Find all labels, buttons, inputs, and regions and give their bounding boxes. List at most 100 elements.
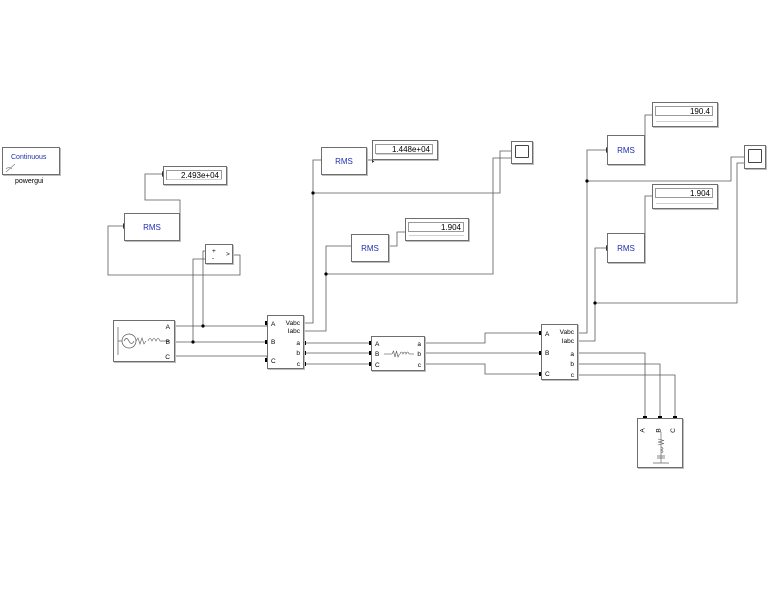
wire-m2-b-load: [579, 363, 661, 418]
port: [303, 351, 306, 355]
display-value: 1.904: [655, 188, 713, 198]
wire-m2-a-load: [579, 352, 646, 418]
powergui-block[interactable]: Continuous: [2, 147, 60, 175]
powergui-mode-label: Continuous: [11, 154, 47, 161]
wire-m1-vabc: [301, 159, 321, 324]
wire-line-c-m2: [425, 363, 541, 375]
scope-screen-icon: [515, 145, 529, 158]
port: [539, 331, 542, 335]
display-source-voltage[interactable]: 2.493e+04: [163, 166, 227, 185]
meas1-port-out-b: b: [296, 350, 300, 357]
meas1-port-iabc: Iabc: [287, 328, 300, 335]
source-port-a: A: [165, 324, 170, 331]
rms-block-meas1-voltage[interactable]: RMS: [321, 147, 367, 175]
wire-m1-scope-i: [326, 157, 511, 275]
wire-m2-scope-i: [595, 162, 744, 304]
rms-label: RMS: [617, 243, 635, 253]
wire-source-c: [175, 355, 268, 360]
wire-rms1-disp: [144, 173, 181, 226]
display-underline: [656, 203, 713, 207]
line-port-out-b: b: [417, 351, 421, 358]
display-value: 1.904: [408, 222, 464, 232]
rms-block-meas1-current[interactable]: RMS: [351, 234, 389, 262]
three-phase-source[interactable]: A B C: [113, 320, 175, 362]
meas2-port-in-a: A: [545, 331, 550, 338]
port: [369, 351, 372, 355]
port: [265, 321, 268, 325]
display-value: 190.4: [655, 106, 713, 116]
rms-block-meas2-current[interactable]: RMS: [607, 233, 645, 263]
rl-branch-icon: [384, 350, 414, 358]
scope-meas2[interactable]: [744, 145, 766, 169]
port: [539, 351, 542, 355]
port: [643, 416, 647, 419]
rms-label: RMS: [617, 145, 635, 155]
rms-label: RMS: [361, 243, 379, 253]
meas1-port-out-a: a: [296, 340, 300, 347]
line-port-in-c: C: [375, 362, 380, 369]
wire-source-a: [175, 323, 268, 327]
three-phase-line-block[interactable]: A B C a b c: [371, 336, 425, 371]
display-meas1-current[interactable]: 1.904: [405, 218, 469, 241]
junction-dot: [191, 340, 195, 344]
line-port-out-c: c: [417, 362, 421, 369]
wire-m1-scope-v: [313, 150, 511, 194]
meas1-port-in-b: B: [271, 339, 276, 346]
wire-m1-iabc: [301, 245, 351, 332]
wire-rms3-disp: [389, 231, 405, 247]
meas2-port-vabc: Vabc: [559, 329, 574, 336]
wire-rms5-disp: [644, 195, 652, 248]
port: [265, 340, 268, 344]
wire-m2-c-load: [579, 374, 676, 418]
display-meas2-voltage[interactable]: 190.4: [652, 102, 718, 127]
source-symbol-icon: [117, 327, 170, 355]
wire-sum-out: [107, 225, 241, 276]
three-phase-measurement-1[interactable]: A B C Vabc Iabc a b c: [267, 315, 304, 369]
meas2-port-in-b: B: [545, 350, 550, 357]
three-phase-load[interactable]: A B C: [637, 418, 683, 468]
port: [673, 416, 677, 419]
source-port-c: C: [165, 354, 170, 361]
scope-meas1[interactable]: [511, 141, 533, 164]
display-meas2-current[interactable]: 1.904: [652, 184, 718, 209]
wire-m2-iabc: [575, 247, 606, 342]
junction-dot: [324, 272, 328, 276]
powergui-name-label: powergui: [15, 178, 44, 185]
meas2-port-out-a: a: [570, 351, 574, 358]
rms-label: RMS: [335, 156, 353, 166]
three-phase-measurement-2[interactable]: A B C Vabc Iabc a b c: [541, 324, 578, 380]
junction-dot: [201, 324, 205, 328]
meas1-port-in-c: C: [271, 358, 276, 365]
rms-block-source-voltage[interactable]: RMS: [124, 213, 180, 241]
wire-line-a-m2: [425, 332, 541, 344]
sum-minus-sign: -: [212, 255, 215, 262]
port: [658, 416, 662, 419]
junction-dot: [585, 179, 589, 183]
junction-dot: [593, 301, 597, 305]
port: [303, 362, 306, 366]
rlc-load-icon: [653, 432, 669, 464]
display-meas1-voltage[interactable]: 1.448e+04: [372, 140, 438, 160]
port: [303, 341, 306, 345]
wire-m2-scope-v: [587, 156, 744, 182]
sum-output-mark: >: [226, 251, 230, 258]
port: [265, 358, 268, 362]
display-underline: [376, 154, 433, 158]
rms-block-meas2-voltage[interactable]: RMS: [607, 135, 645, 165]
powergui-icon: [5, 163, 16, 173]
port: [369, 341, 372, 345]
line-port-in-a: A: [375, 341, 380, 348]
sum-plus-sign: +: [212, 248, 216, 255]
meas2-port-out-b: b: [570, 361, 574, 368]
display-underline: [656, 121, 713, 125]
sum-block[interactable]: + - >: [205, 244, 233, 264]
wire-m2-vabc: [575, 149, 606, 334]
junction-dot: [311, 191, 315, 195]
meas1-port-vabc: Vabc: [285, 320, 300, 327]
scope-screen-icon: [748, 149, 762, 163]
line-port-out-a: a: [417, 341, 421, 348]
display-value: 1.448e+04: [375, 144, 433, 154]
display-underline: [167, 179, 222, 183]
meas2-port-iabc: Iabc: [561, 338, 574, 345]
